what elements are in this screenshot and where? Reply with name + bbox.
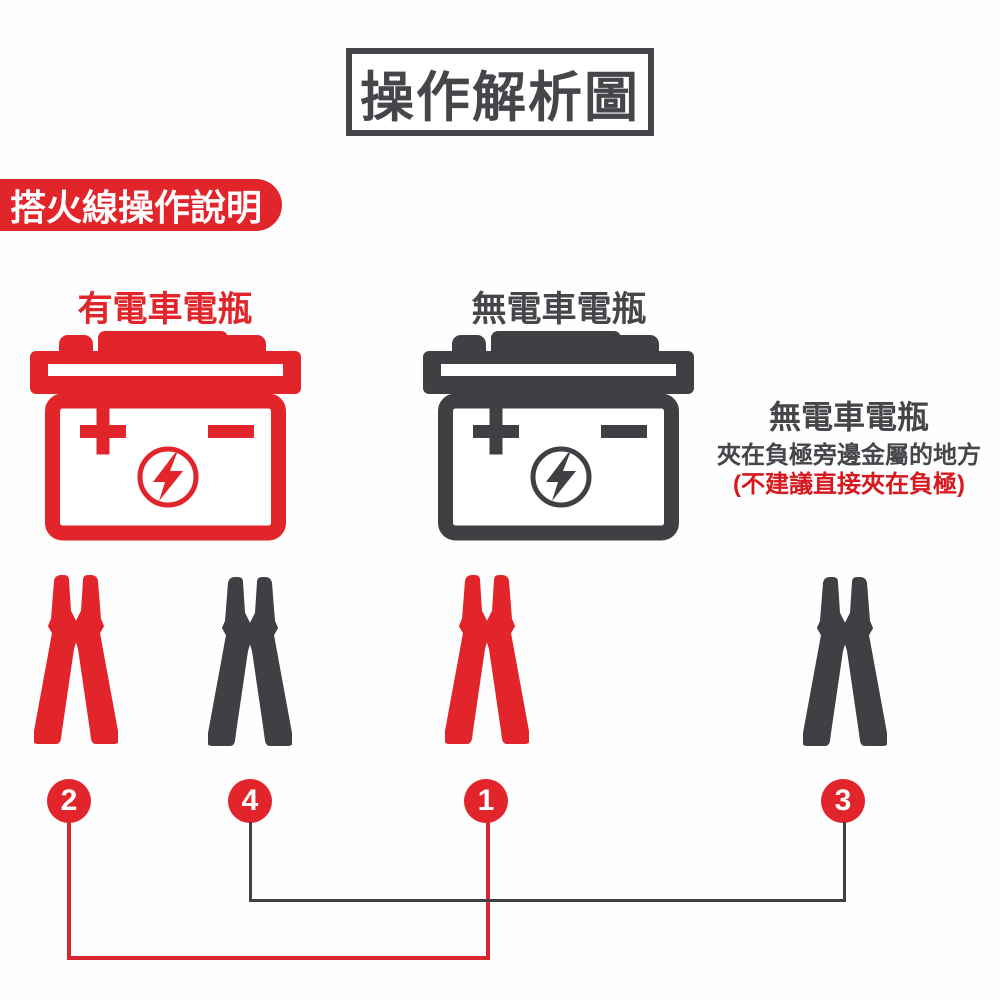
lightning-icon <box>530 446 592 508</box>
page-title: 操作解析圖 <box>360 67 640 128</box>
battery-lid-slot <box>48 364 283 376</box>
clamp-note-instruction: 夾在負極旁邊金屬的地方 <box>717 442 981 469</box>
step-number: 1 <box>477 784 495 817</box>
step-badge-3: 3 <box>821 779 865 823</box>
dead-battery-icon <box>423 331 694 541</box>
minus-icon <box>601 425 647 438</box>
minus-icon <box>208 425 254 438</box>
jumper-clamp-icon-red-2 <box>34 575 118 744</box>
connection-line-red-right <box>486 822 490 960</box>
clamp-note-warning: (不建議直接夾在負極) <box>733 471 965 498</box>
connection-line-black-bottom <box>249 899 846 902</box>
step-badge-4: 4 <box>228 779 272 823</box>
donor-battery-icon <box>30 331 301 541</box>
step-badge-1: 1 <box>464 779 508 823</box>
jumper-clamp-icon-black-4 <box>208 577 292 746</box>
battery-lid-slot <box>441 364 676 376</box>
connection-line-black-left <box>249 822 252 902</box>
title-box: 操作解析圖 <box>346 48 654 136</box>
step-number: 3 <box>834 784 852 817</box>
plus-icon <box>80 408 126 455</box>
instruction-badge: 搭火線操作說明 <box>0 179 283 231</box>
instruction-badge-label: 搭火線操作說明 <box>10 187 263 228</box>
dead-battery-label: 無電車電瓶 <box>471 290 647 329</box>
donor-battery-label: 有電車電瓶 <box>77 290 253 329</box>
clamp-note-title: 無電車電瓶 <box>768 399 929 435</box>
clamp-note: 無電車電瓶 夾在負極旁邊金屬的地方 (不建議直接夾在負極) <box>698 399 1000 499</box>
plus-icon <box>473 408 519 455</box>
step-badge-2: 2 <box>47 779 91 823</box>
connection-line-red-left <box>67 822 71 960</box>
jumper-clamp-icon-black-3 <box>803 577 887 746</box>
step-number: 2 <box>60 784 78 817</box>
connection-line-red-bottom <box>67 956 490 960</box>
jumper-clamp-icon-red-1 <box>445 575 529 744</box>
connection-line-black-right <box>843 822 846 902</box>
lightning-icon <box>137 446 199 508</box>
step-number: 4 <box>241 784 259 817</box>
